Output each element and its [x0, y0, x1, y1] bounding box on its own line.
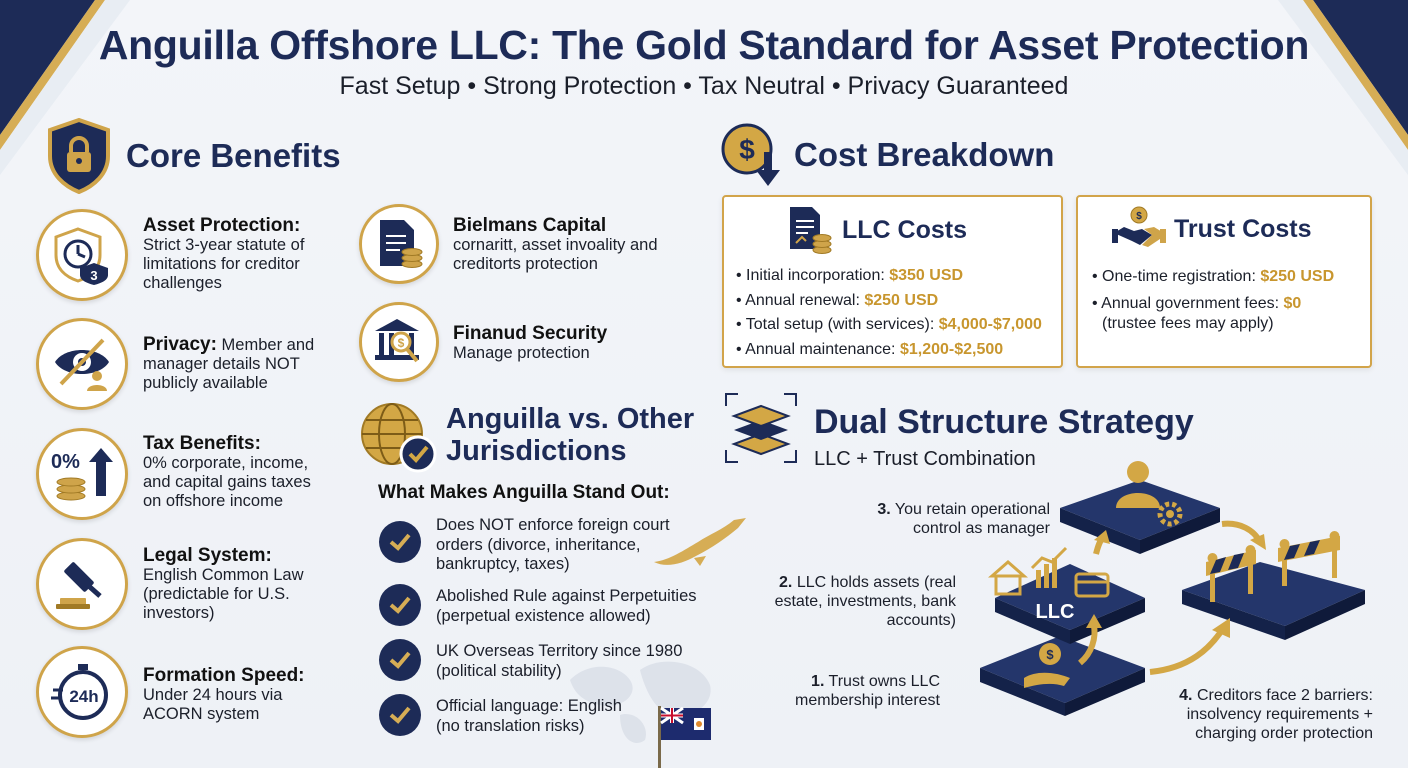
comparison-item: Abolished Rule against Perpetuities (per…: [436, 587, 697, 625]
speed-badge: 24h: [69, 687, 98, 706]
check-icon: [379, 521, 421, 563]
cost-row: Annual government fees: $0(trustee fees …: [1092, 294, 1370, 334]
benefit-heading: Legal System:: [143, 545, 272, 566]
check-icon: [379, 694, 421, 736]
comparison-title-line1: Anguilla vs. Other: [446, 403, 695, 435]
svg-text:$: $: [1046, 647, 1054, 662]
step-2-label: 2. LLC holds assets (real estate, invest…: [774, 574, 956, 629]
svg-text:$: $: [1136, 211, 1142, 222]
cost-row: Annual renewal: $250 USD: [736, 289, 1061, 314]
comparison-item: UK Overseas Territory since 1980 (politi…: [436, 642, 683, 680]
page-subtitle: Fast Setup • Strong Protection • Tax Neu…: [339, 72, 1069, 100]
benefit-formation-speed: Formation Speed: Under 24 hours via ACOR…: [143, 666, 328, 724]
core-benefits-heading: Core Benefits: [46, 118, 341, 194]
globe-check-icon: [361, 403, 437, 473]
trust-costs-list: One-time registration: $250 USD Annual g…: [1092, 264, 1370, 334]
dual-structure-title: Dual Structure Strategy: [814, 403, 1194, 441]
cost-row: Annual maintenance: $1,200-$2,500: [736, 338, 1061, 363]
privacy-icon-circle: [36, 318, 128, 410]
step-4-label: 4. Creditors face 2 barriers: insolvency…: [1179, 687, 1373, 742]
legal-system-icon-circle: [36, 538, 128, 630]
cost-breakdown-title: Cost Breakdown: [794, 136, 1055, 173]
document-coins-icon: [380, 220, 423, 268]
document-coins-icon: [790, 207, 832, 254]
cost-row: Total setup (with services): $4,000-$7,0…: [736, 313, 1061, 338]
svg-text:$: $: [739, 134, 755, 165]
layers-icon: [725, 393, 797, 463]
comparison-subtitle: What Makes Anguilla Stand Out:: [378, 482, 670, 503]
dual-structure-diagram: $ LLC: [980, 461, 1365, 716]
stopwatch-icon: 24h: [51, 664, 108, 720]
core-benefits-title: Core Benefits: [126, 137, 341, 174]
cost-breakdown-heading: $ Cost Breakdown: [720, 122, 1054, 188]
clock-shield-icon: 3: [54, 227, 108, 285]
corner-decoration-right: [1278, 0, 1408, 175]
capital-icon-circle: [359, 204, 439, 284]
benefit-privacy: Privacy: Member and manager details NOT …: [143, 335, 333, 393]
llc-costs-title: LLC Costs: [842, 215, 967, 244]
cost-note: (trustee fees may apply): [1102, 315, 1274, 332]
trust-costs-title: Trust Costs: [1174, 214, 1312, 243]
benefit-heading: Asset Protection:: [143, 215, 301, 236]
tax-badge: 0%: [51, 451, 80, 473]
asset-protection-badge: 3: [90, 268, 97, 283]
bank-magnifier-icon: $: [375, 319, 419, 363]
step-1-label: 1. Trust owns LLC membership interest: [795, 673, 940, 709]
benefit-security: Finanud Security Manage protection: [453, 324, 673, 363]
svg-text:$: $: [398, 336, 405, 350]
zero-percent-coins-icon: 0%: [51, 448, 113, 501]
cost-row: One-time registration: $250 USD: [1092, 264, 1370, 290]
benefit-description: cornaritt, asset invoality and creditort…: [453, 236, 658, 273]
benefit-description: Strict 3-year statute of limitations for…: [143, 236, 305, 292]
corner-decoration-left: [0, 0, 130, 175]
cost-row: Initial incorporation: $350 USD: [736, 264, 1061, 289]
anguilla-flag-icon: [658, 706, 711, 768]
eye-slash-icon: [55, 338, 109, 391]
tax-benefits-icon-circle: 0%: [36, 428, 128, 520]
step-3-label: 3. You retain operational control as man…: [877, 501, 1050, 537]
security-icon-circle: $: [359, 302, 439, 382]
comparison-title: Anguilla vs. Other Jurisdictions: [446, 403, 694, 467]
trust-costs-card: $ Trust Costs One-time registration: $25…: [1076, 195, 1372, 368]
llc-block-label: LLC: [1036, 601, 1075, 623]
benefit-asset-protection: Asset Protection: Strict 3-year statute …: [143, 216, 328, 293]
world-map-silhouette: [570, 661, 711, 743]
benefit-description: Member and manager details NOT publicly …: [143, 336, 315, 392]
dollar-down-icon: $: [721, 123, 780, 186]
formation-speed-icon-circle: 24h: [36, 646, 128, 738]
benefit-tax: Tax Benefits: 0% corporate, income, and …: [143, 434, 328, 511]
comparison-item: Does NOT enforce foreign court orders (d…: [436, 516, 670, 573]
benefit-heading: Formation Speed:: [143, 665, 305, 686]
benefit-description: Manage protection: [453, 344, 590, 362]
benefit-heading: Bielmans Capital: [453, 215, 607, 236]
shield-lock-icon: [48, 118, 110, 194]
check-icon: [379, 639, 421, 681]
page-title: Anguilla Offshore LLC: The Gold Standard…: [98, 22, 1310, 68]
benefit-description: English Common Law (predictable for U.S.…: [143, 566, 304, 622]
handshake-coin-icon: $: [1112, 206, 1166, 247]
llc-costs-card: LLC Costs Initial incorporation: $350 US…: [722, 195, 1063, 368]
gavel-icon: [56, 562, 102, 609]
dual-structure-subtitle: LLC + Trust Combination: [814, 448, 1036, 470]
llc-costs-list: Initial incorporation: $350 USD Annual r…: [736, 264, 1061, 362]
check-icon: [379, 584, 421, 626]
benefit-legal: Legal System: English Common Law (predic…: [143, 546, 328, 623]
comparison-item: Official language: English (no translati…: [436, 697, 622, 735]
benefit-heading: Privacy:: [143, 334, 217, 355]
anguilla-island-icon: [654, 518, 746, 566]
benefit-heading: Tax Benefits:: [143, 433, 261, 454]
benefit-heading: Finanud Security: [453, 323, 608, 344]
benefit-description: 0% corporate, income, and capital gains …: [143, 454, 311, 510]
benefit-description: Under 24 hours via ACORN system: [143, 686, 283, 723]
comparison-title-line2: Jurisdictions: [446, 435, 627, 467]
asset-protection-icon-circle: 3: [36, 209, 128, 301]
benefit-capital: Bielmans Capital cornaritt, asset invoal…: [453, 216, 693, 274]
